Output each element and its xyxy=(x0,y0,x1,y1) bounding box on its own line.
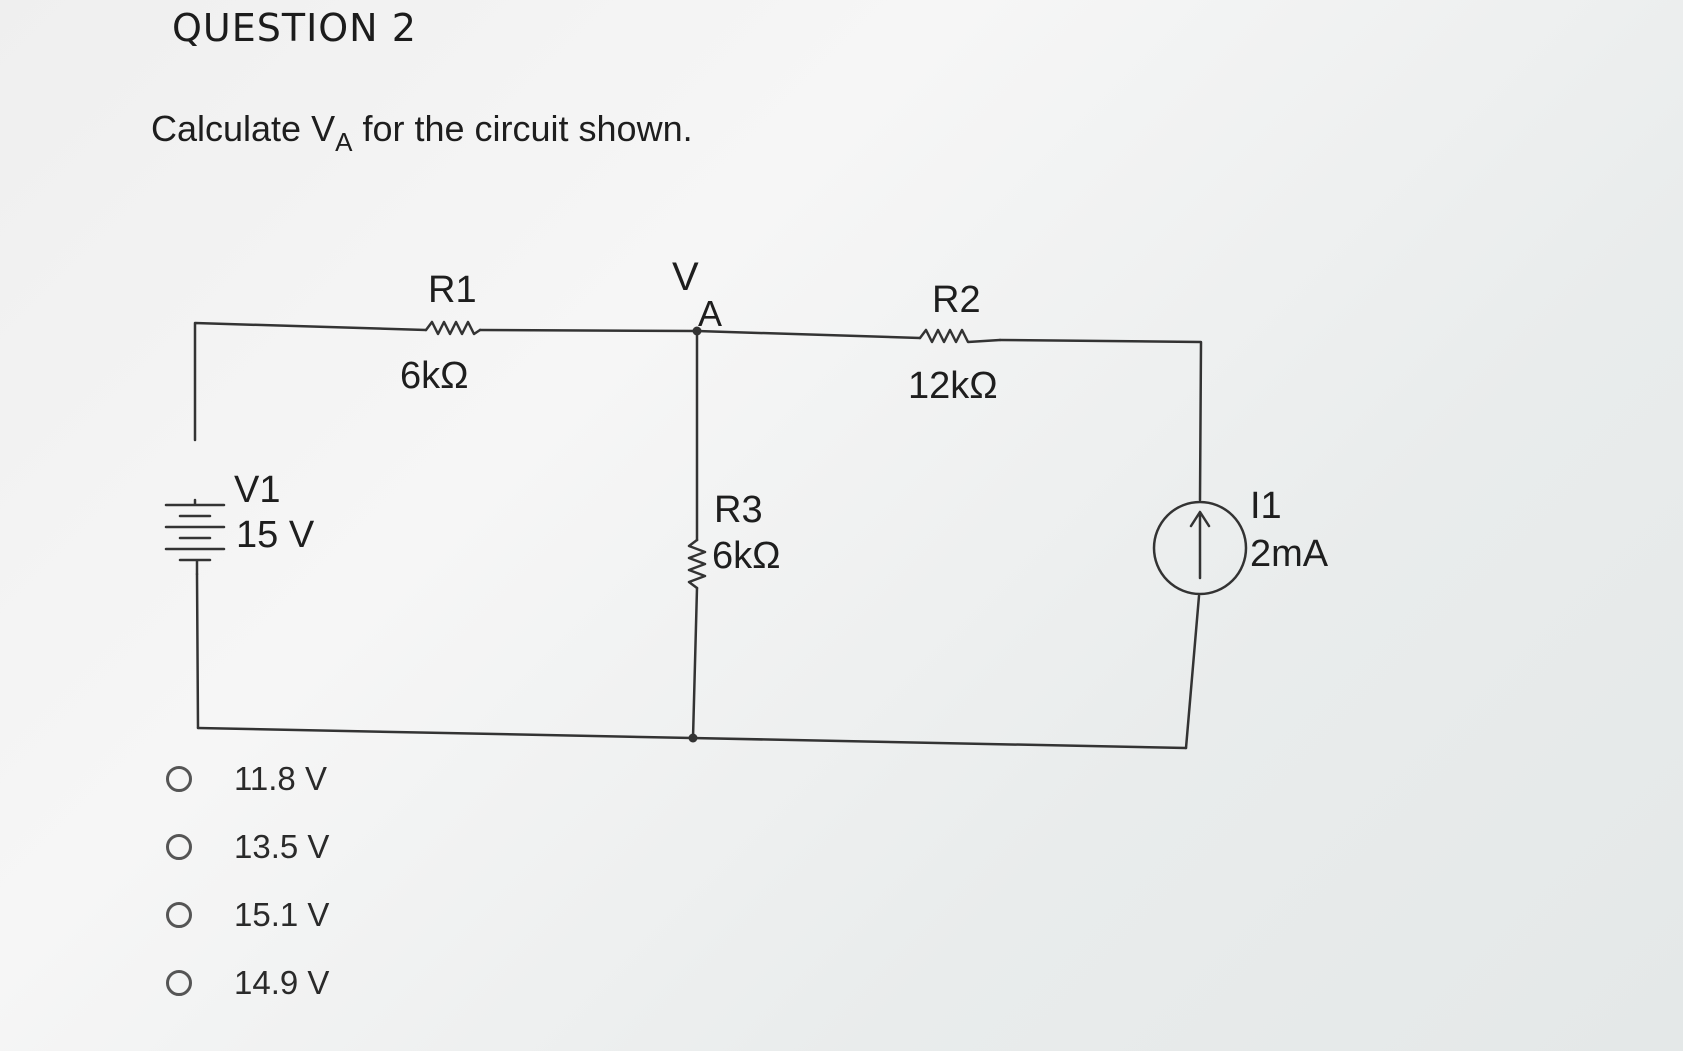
wire-r3-to-bottom xyxy=(691,586,699,740)
prompt-prefix: Calculate V xyxy=(151,108,336,149)
current-source-i1-symbol xyxy=(1152,500,1248,596)
wire-right-down xyxy=(1184,594,1201,750)
prompt-suffix: for the circuit shown. xyxy=(352,108,693,149)
radio-button[interactable] xyxy=(166,970,192,996)
wire-top-left xyxy=(193,321,428,442)
r3-name-label: R3 xyxy=(714,489,763,531)
wire-r2-to-right xyxy=(998,338,1203,502)
r1-value-label: 6kΩ xyxy=(400,355,469,397)
v1-value-label: 15 V xyxy=(236,514,315,556)
radio-button[interactable] xyxy=(166,766,192,792)
resistor-r3-symbol xyxy=(687,538,707,590)
answer-option[interactable]: 13.5 V xyxy=(166,813,329,881)
answer-option-label: 13.5 V xyxy=(234,828,330,865)
answer-option[interactable]: 15.1 V xyxy=(166,881,329,949)
wire-r1-to-node xyxy=(478,328,699,333)
resistor-r2-symbol xyxy=(918,328,1002,344)
node-va-dot xyxy=(692,326,702,336)
question-title: QUESTION 2 xyxy=(172,6,417,50)
i1-name-label: I1 xyxy=(1250,485,1282,527)
battery-v1-symbol xyxy=(164,498,226,576)
question-prompt: Calculate VA for the circuit shown. xyxy=(151,108,693,157)
answer-options: 11.8 V 13.5 V 15.1 V 14.9 V xyxy=(166,745,329,1017)
prompt-subscript: A xyxy=(335,127,353,157)
node-bottom-dot xyxy=(688,733,698,743)
node-va-label-main: V xyxy=(672,255,699,299)
r2-name-label: R2 xyxy=(932,279,981,321)
answer-option[interactable]: 11.8 V xyxy=(166,745,329,813)
radio-button[interactable] xyxy=(166,902,192,928)
radio-button[interactable] xyxy=(166,834,192,860)
wire-left-bottom xyxy=(195,572,200,730)
v1-name-label: V1 xyxy=(234,469,280,511)
node-va-label-sub: A xyxy=(698,293,722,334)
current-arrow-icon xyxy=(1189,510,1211,580)
i1-value-label: 2mA xyxy=(1250,533,1329,575)
r3-value-label: 6kΩ xyxy=(712,535,781,577)
r1-name-label: R1 xyxy=(428,269,477,311)
answer-option-label: 11.8 V xyxy=(234,760,327,797)
wire-node-to-r2 xyxy=(695,329,922,340)
r2-value-label: 12kΩ xyxy=(908,365,998,407)
answer-option[interactable]: 14.9 V xyxy=(166,949,329,1017)
resistor-r1-symbol xyxy=(424,320,482,336)
answer-option-label: 14.9 V xyxy=(234,964,330,1001)
answer-option-label: 15.1 V xyxy=(234,896,330,933)
